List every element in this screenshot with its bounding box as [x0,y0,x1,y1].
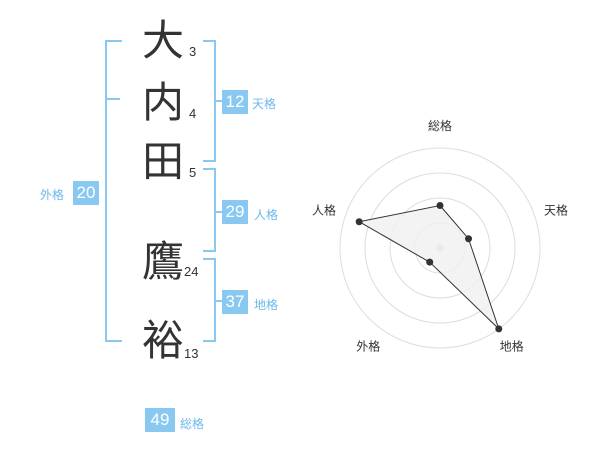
gaikaku-label: 外格 [40,188,65,202]
radar-point [495,325,503,333]
radar-point [426,258,434,266]
soukaku-label: 総格 [180,417,205,431]
radar-grid-ring [339,147,541,349]
gaikaku-bracket [105,40,122,342]
gaikaku-value: 20 [73,181,99,205]
stroke-count-5: 13 [184,346,199,361]
tenkaku-label: 天格 [252,97,277,111]
radar-grid-ring [389,197,491,299]
radar-axis-label: 地格 [500,339,524,354]
chikaku-label: 地格 [254,298,279,312]
soukaku-value: 49 [145,408,175,432]
radar-point [465,235,473,243]
radar-axis-label: 天格 [544,202,568,217]
radar-axis-label: 人格 [312,202,336,217]
tenkaku-value: 12 [222,90,248,114]
jinkaku-bracket-tick [214,211,222,213]
radar-axis-label: 総格 [428,118,452,133]
radar-series-area [357,204,500,330]
jinkaku-label: 人格 [254,208,279,222]
radar-point [436,202,444,209]
tenkaku-bracket-tick [214,100,222,102]
name-char-2: 内 [141,78,184,127]
stroke-count-3: 5 [189,165,197,180]
name-char-3: 田 [141,137,184,186]
jinkaku-value: 29 [222,200,248,224]
radar-point [355,218,363,226]
stroke-count-2: 4 [189,106,197,121]
chikaku-value: 37 [222,290,248,314]
name-char-4: 鷹 [141,237,184,286]
radar-axis-label: 外格 [356,339,380,354]
chikaku-bracket-tick [214,300,222,302]
radar-grid-ring [364,172,516,324]
name-char-5: 裕 [141,316,184,365]
stroke-count-4: 24 [184,264,199,279]
stroke-count-1: 3 [189,44,197,59]
jinkaku-bracket [203,168,216,252]
gaikaku-bracket-tick [105,98,120,100]
name-char-1: 大 [141,16,184,65]
